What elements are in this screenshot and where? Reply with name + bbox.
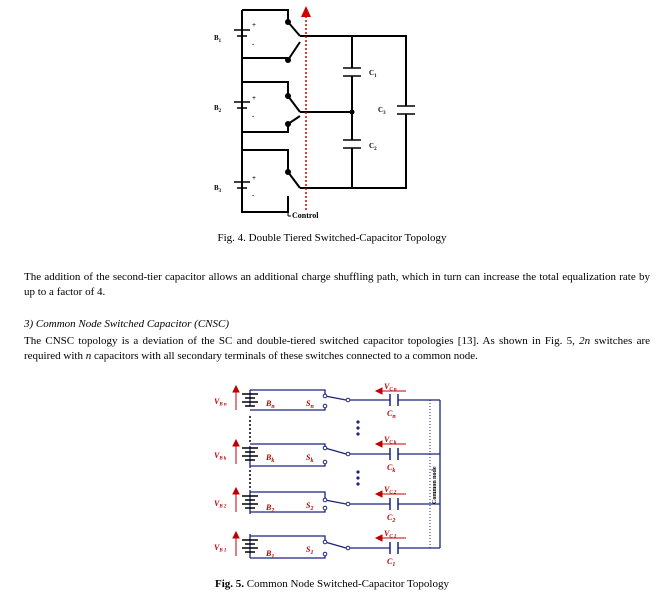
paragraph-2-em1: 2n (579, 335, 591, 347)
fig5-caption-text: Common Node Switched-Capacitor Topology (244, 578, 449, 590)
fig5-label-s2: S2 (306, 501, 313, 512)
fig5-diagram: VB n VB k VB 2 VB 1 Bn Bk B2 B1 Sn Sk S2… (214, 382, 441, 568)
fig4-diagram: B1 B2 B3 C1 C2 C3 + - + - + - Control (214, 6, 415, 220)
fig5-label-cn: Cn (387, 409, 396, 420)
fig5-label-c2: C2 (387, 513, 395, 524)
fig5-label-bn: Bn (265, 399, 275, 410)
fig4-plus-1: + (252, 21, 256, 29)
paragraph-1: The addition of the second-tier capacito… (24, 271, 650, 298)
fig5-label-b2: B2 (265, 503, 274, 514)
fig4-label-b2: B2 (214, 104, 222, 114)
fig5-label-bk: Bk (265, 453, 274, 464)
fig4-label-c1: C1 (369, 69, 377, 79)
fig5-label-vbn: VB n (214, 397, 227, 408)
fig4-label-b1: B1 (214, 34, 222, 44)
fig5-label-vcn: VC n (384, 382, 397, 393)
fig5-label-vb2: VB 2 (214, 499, 227, 510)
fig4-minus-2: - (252, 112, 255, 120)
fig4-label-b3: B3 (214, 184, 222, 194)
paragraph-2-part2: switches are required with (24, 335, 650, 362)
fig4-plus-3: + (252, 174, 256, 182)
paragraph-2-part3: capacitors with all secondary terminals … (91, 350, 478, 362)
fig5-label-vck: VC k (384, 435, 397, 446)
fig5-label-vb1: VB 1 (214, 543, 226, 554)
fig4-label-c3: C3 (378, 106, 386, 116)
fig5-label-vc2: VC 2 (384, 485, 397, 496)
fig5-caption-number: Fig. 5. (215, 578, 245, 590)
paragraph-2-part1: The CNSC topology is a deviation of the … (24, 335, 580, 347)
fig5-label-vc1: VC 1 (384, 529, 396, 540)
fig4-minus-1: - (252, 40, 255, 48)
paragraph-2: The CNSC topology is a deviation of the … (24, 334, 650, 364)
fig5-label-sn: Sn (306, 399, 314, 410)
fig4-plus-2: + (252, 94, 256, 102)
fig5-label-b1: B1 (265, 549, 274, 560)
fig5-label-c1: C1 (387, 557, 395, 568)
fig4-minus-3: - (252, 191, 255, 199)
section-heading: 3) Common Node Switched Capacitor (CNSC) (24, 318, 230, 330)
fig4-label-c2: C2 (369, 142, 377, 152)
fig5-caption: Fig. 5. Common Node Switched-Capacitor T… (0, 578, 664, 590)
fig5-label-ck: Ck (387, 463, 395, 474)
paragraph-2-em2: n (85, 350, 92, 362)
fig4-caption: Fig. 4. Double Tiered Switched-Capacitor… (217, 232, 447, 244)
fig5-label-sk: Sk (306, 453, 313, 464)
fig4-control-label: Control (292, 211, 319, 220)
fig5-label-vbk: VB k (214, 451, 227, 462)
fig5-common-node-label: Common node (432, 466, 438, 504)
fig5-label-s1: S1 (306, 545, 313, 556)
